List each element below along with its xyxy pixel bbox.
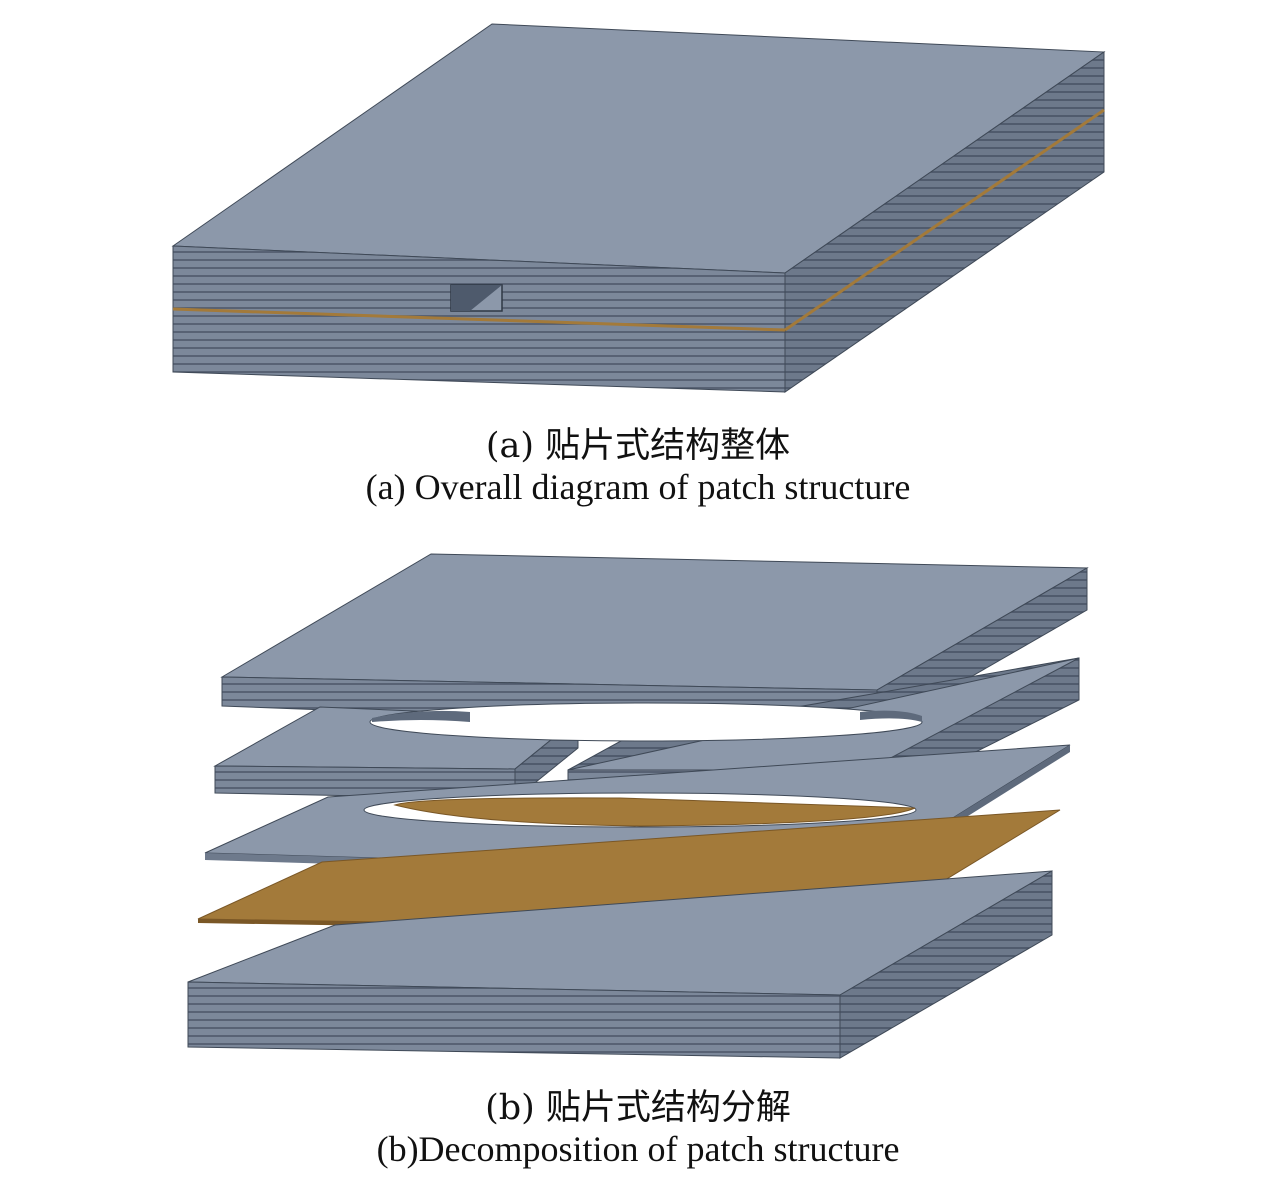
adhesive-through-hole — [393, 797, 916, 827]
overall-adhesive-line-side — [784, 108, 1105, 332]
plate-circular-hole — [369, 702, 923, 742]
caption-b-english: (b)Decomposition of patch structure — [376, 1129, 900, 1169]
bottom-plate — [187, 870, 1053, 1059]
bottom-plate-front-face — [187, 981, 841, 1059]
overall-port-opening — [450, 284, 503, 312]
overall-side-face — [784, 51, 1105, 393]
overall-adhesive-line-front — [172, 307, 786, 332]
caption-a-english: (a) Overall diagram of patch structure — [365, 467, 911, 507]
bottom-plate-side-face — [839, 870, 1053, 1059]
overall-structure-block — [171, 23, 1106, 393]
caption-a-chinese: (a) 贴片式结构整体 — [485, 426, 791, 466]
caption-b-chinese: (b) 贴片式结构分解 — [485, 1088, 791, 1128]
